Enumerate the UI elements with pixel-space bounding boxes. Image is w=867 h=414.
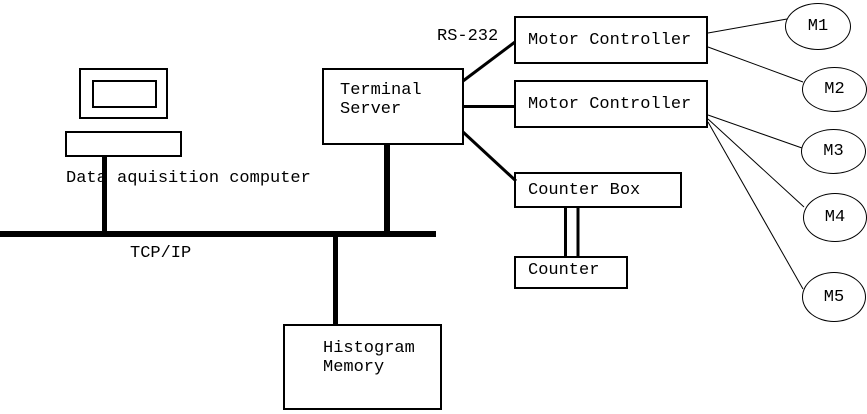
motor-controller-2-box: Motor Controller: [514, 80, 708, 128]
motor-controller-2-label: Motor Controller: [528, 94, 692, 114]
motor-controller-1-to-m2-line: [707, 46, 804, 83]
counter-box-label: Counter Box: [528, 180, 641, 200]
motor-m4-node: M4: [803, 193, 867, 242]
motor-m5-label: M5: [823, 287, 845, 307]
terminal-server-box: Terminal Server: [322, 68, 464, 145]
terminal-server-to-motor-controller-1-line: [462, 40, 516, 83]
motor-controller-2-to-m3-line: [707, 114, 803, 149]
motor-m5-node: M5: [802, 272, 866, 322]
terminal-server-to-counter-box-line: [461, 130, 518, 183]
counter-box-box: Counter Box: [514, 172, 682, 208]
motor-m1-node: M1: [785, 3, 851, 50]
counter-box: Counter: [514, 256, 628, 289]
motor-m1-label: M1: [807, 17, 829, 36]
motor-controller-1-to-m1-line: [707, 18, 788, 34]
motor-controller-2-to-m5-line: [707, 121, 804, 290]
histogram-memory-box: Histogram Memory: [283, 324, 442, 410]
data-acquisition-computer-label: Data aquisition computer: [66, 169, 311, 188]
computer-monitor-screen-icon: [92, 80, 157, 108]
motor-controller-1-label: Motor Controller: [528, 30, 692, 50]
motor-m3-node: M3: [801, 129, 866, 174]
motor-m2-label: M2: [824, 80, 845, 99]
motor-m4-label: M4: [824, 208, 846, 227]
rs-232-label: RS-232: [437, 27, 499, 46]
motor-m2-node: M2: [802, 67, 867, 112]
computer-keyboard-icon: [65, 131, 182, 157]
motor-controller-1-box: Motor Controller: [514, 16, 708, 64]
tcp-ip-label: TCP/IP: [130, 244, 192, 263]
histogram-memory-label-line1: Histogram: [323, 339, 415, 358]
motor-m3-label: M3: [823, 142, 844, 161]
counter-label: Counter: [528, 261, 600, 280]
terminal-server-label-line1: Terminal: [340, 81, 422, 100]
motor-controller-2-to-m4-line: [707, 118, 805, 208]
histogram-memory-label-line2: Memory: [323, 358, 385, 377]
terminal-server-label-line2: Server: [340, 100, 402, 119]
